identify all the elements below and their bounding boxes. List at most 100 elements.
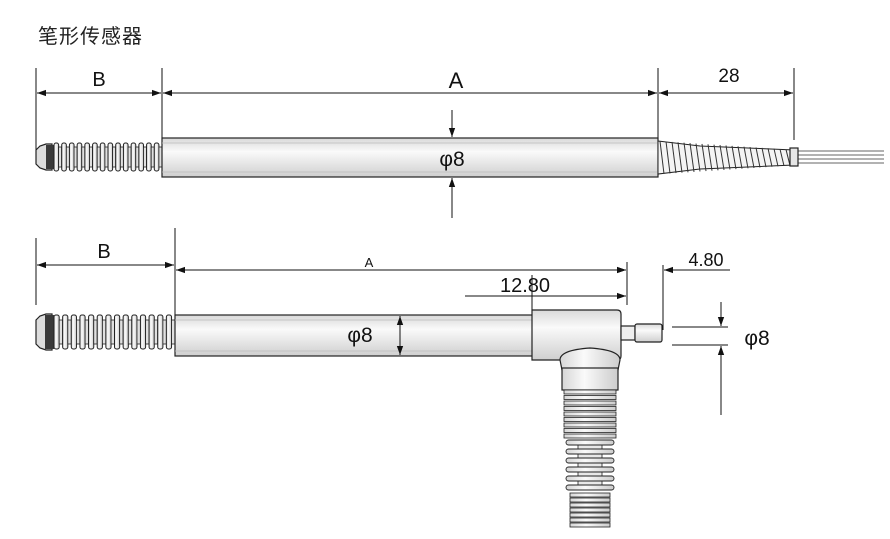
spring-coil [707,144,713,171]
spring-coil [731,145,737,170]
bellows-rib [165,314,173,350]
bot-vertical-relief [563,389,617,528]
bellows-groove [119,319,124,345]
relief-rib [563,422,617,428]
relief-core [577,439,603,491]
bot-body [174,314,538,357]
spring-coil [725,145,731,170]
bellows-rib [157,314,164,350]
bottom-sensor: B A 4.80 12.80 φ8 φ8 [35,228,770,528]
spring-coil [773,148,779,167]
relief-rib [563,411,617,417]
bellows-rib [79,314,86,350]
bot-tip-band [45,315,54,349]
bellows-rib [107,142,114,172]
spring-coil [779,148,785,167]
bot-dim-b-label: B [97,241,110,263]
top-dim-b-label: B [92,69,105,91]
relief-ring [565,475,615,482]
bot-dim-dia-side-label: φ8 [744,327,769,350]
bellows-groove [110,319,115,345]
bellows-groove [84,319,89,345]
relief-rib [563,406,617,411]
spring-coil [689,143,695,172]
relief-rib [563,400,617,406]
bellows-groove [145,319,150,345]
bellows-rib [130,142,137,172]
bot-side-pin [620,325,636,341]
spring-coil [677,142,683,173]
spring-coil [743,146,749,169]
top-dim-a-label: A [449,68,464,93]
bot-dim-dia-body-label: φ8 [347,324,372,347]
bellows-groove [136,319,141,345]
top-spring [657,140,795,175]
relief-end-rib [569,512,611,518]
bellows-rib [99,142,106,172]
spring-coil [749,146,755,169]
bot-bellows [53,314,176,350]
bellows-groove [153,319,159,345]
spring-coil [659,141,665,174]
bellows-rib [53,314,60,350]
relief-end-rib [569,502,611,508]
bellows-rib [122,314,129,350]
bellows-rib [61,142,67,172]
bellows-rib [62,314,69,350]
bot-side-pin-cap [634,323,663,343]
bellows-rib [146,142,152,172]
bellows-groove [67,319,72,345]
bellows-groove [102,319,107,345]
page-title: 笔形传感器 [38,26,143,48]
relief-end-rib [569,492,611,498]
bellows-rib [139,314,147,350]
bellows-rib [96,314,103,350]
relief-ring [565,448,615,455]
bot-dim-pin-label: 4.80 [688,250,723,270]
bellows-rib [131,314,138,350]
bot-outlet-collar [561,367,619,391]
relief-ring [565,457,615,464]
top-sensor: B A 28 φ8 [35,66,884,218]
relief-end-rib [569,497,611,503]
top-dim-dia-label: φ8 [439,148,464,171]
bellows-rib [115,142,121,172]
relief-rib [563,417,617,422]
top-tip-band [46,145,54,169]
bot-elbow [559,347,621,371]
bellows-rib [138,142,144,172]
bellows-rib [153,142,160,172]
top-body [161,137,659,178]
bot-dim-offset-label: 12.80 [500,275,550,297]
bellows-rib [84,142,90,172]
spring-coil [785,149,791,166]
bellows-rib [148,314,155,350]
bellows-rib [53,142,60,172]
bellows-rib [88,314,95,350]
bellows-rib [70,314,77,350]
bellows-rib [122,142,129,172]
top-bellows [53,142,163,172]
spring-coil [683,142,689,173]
relief-ring [565,439,615,446]
spring-coil [665,141,671,174]
relief-end-rib [569,507,611,513]
spring-coil [713,144,719,171]
bellows-groove [93,319,98,345]
spring-coil [671,141,677,174]
bot-dim-a-label: A [365,255,374,270]
top-cable-wires [794,150,884,164]
relief-rib [563,428,617,433]
bellows-groove [58,319,64,345]
spring-coil [737,146,743,169]
relief-ring [565,484,615,491]
spring-coil [695,143,701,172]
bellows-rib [105,314,112,350]
bellows-rib [92,142,98,172]
relief-rib [563,395,617,400]
bellows-groove [162,319,167,345]
spring-coil [761,147,767,168]
bellows-rib [68,142,75,172]
relief-rib [563,433,617,439]
